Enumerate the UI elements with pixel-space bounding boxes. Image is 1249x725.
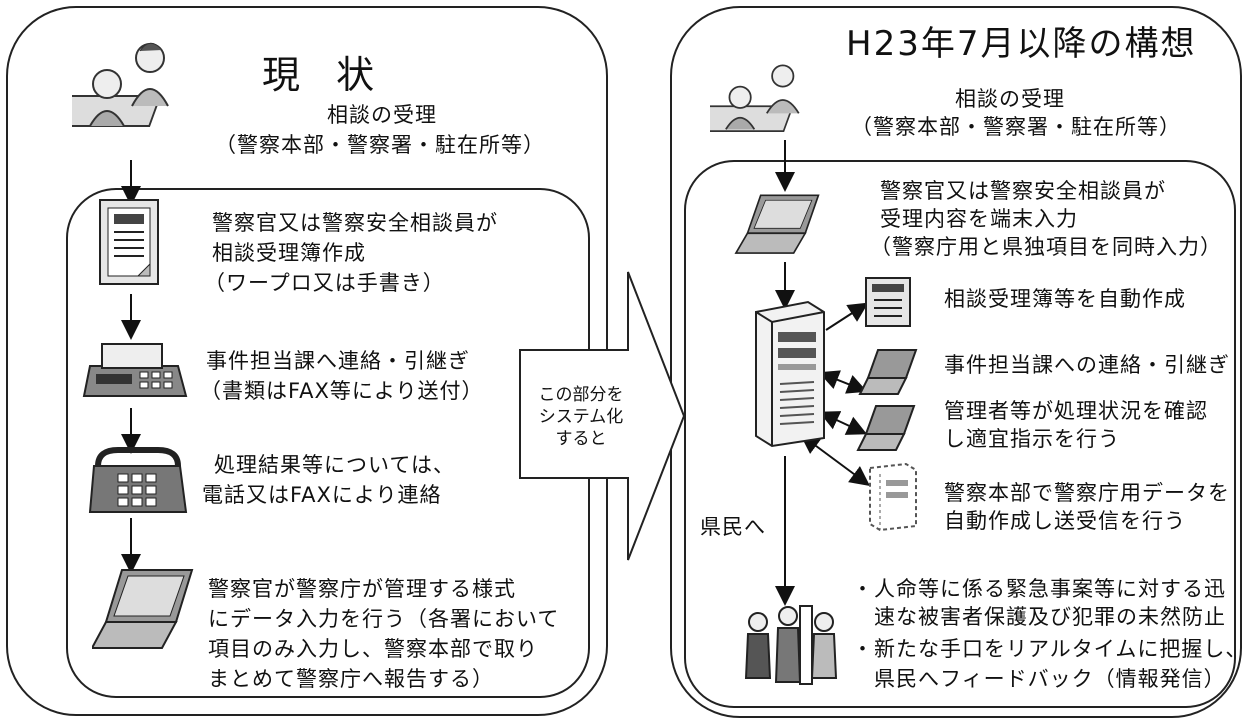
future-reception-label: 相談の受理 bbox=[955, 87, 1065, 111]
server-icon-dashed bbox=[869, 462, 917, 532]
future-title: H23年7月以降の構想 bbox=[846, 24, 1197, 64]
current-title: 現 状 bbox=[262, 53, 387, 97]
current-step-4-line-1: 警察官が警察庁が管理する様式 bbox=[208, 577, 516, 601]
current-step-1-line-1: 警察官又は警察安全相談員が bbox=[212, 211, 498, 235]
citizens-icon bbox=[744, 605, 838, 685]
laptop-icon-input bbox=[734, 194, 820, 254]
current-step-4-line-4: まとめて警察庁へ報告する） bbox=[208, 667, 494, 691]
future-input-line-3: （警察庁用と県独項目を同時入力） bbox=[870, 235, 1222, 259]
current-reception-label: 相談の受理 bbox=[327, 103, 437, 127]
current-step-3-line-1: 処理結果等については、 bbox=[214, 453, 455, 477]
future-feature-1: 相談受理簿等を自動作成 bbox=[944, 287, 1186, 311]
to-citizens-label: 県民へ bbox=[700, 515, 766, 539]
future-feature-2: 事件担当課への連絡・引継ぎ bbox=[944, 353, 1230, 377]
future-feature-4-line-1: 警察本部で警察庁用データを bbox=[944, 481, 1230, 505]
current-step-1-line-3: （ワープロ又は手書き） bbox=[204, 271, 445, 295]
current-step-2-line-2: （書類はFAX等により送付） bbox=[200, 379, 484, 403]
current-step-4-line-2: にデータ入力を行う（各署において bbox=[208, 607, 560, 631]
future-input-line-1: 警察官又は警察安全相談員が bbox=[880, 179, 1166, 203]
future-benefit-line-1: ・人命等に係る緊急事案等に対する迅 bbox=[852, 577, 1226, 601]
fax-icon bbox=[82, 343, 188, 397]
future-benefit-line-3: ・新たな手口をリアルタイムに把握し、 bbox=[852, 637, 1248, 661]
future-input-line-2: 受理内容を端末入力 bbox=[880, 207, 1078, 231]
future-benefit-line-2: 速な被害者保護及び犯罪の未然防止 bbox=[852, 605, 1226, 629]
reception-people-icon-2 bbox=[710, 64, 800, 132]
reception-people-icon bbox=[72, 42, 169, 127]
future-feature-4-line-2: 自動作成し送受信を行う bbox=[944, 509, 1186, 533]
current-step-1-line-2: 相談受理簿作成 bbox=[212, 241, 366, 265]
telephone-icon bbox=[88, 447, 188, 513]
transition-label-line-2: システム化 bbox=[538, 407, 624, 427]
laptop-icon bbox=[92, 569, 194, 649]
current-step-4-line-3: 項目のみ入力し、警察本部で取り bbox=[208, 637, 538, 661]
laptop-icon-small-2 bbox=[856, 405, 916, 451]
transition-label-line-1: この部分を bbox=[538, 385, 624, 405]
future-benefit-line-4: 県民へフィードバック（情報発信） bbox=[852, 667, 1226, 691]
current-step-2-line-1: 事件担当課へ連絡・引継ぎ bbox=[206, 349, 470, 373]
document-icon-small bbox=[865, 277, 911, 327]
current-reception-places: （警察本部・警察署・駐在所等） bbox=[215, 133, 545, 157]
transition-label-line-3: すると bbox=[555, 429, 607, 449]
transition-arrow bbox=[519, 271, 686, 561]
document-icon bbox=[99, 199, 159, 285]
laptop-icon-small-1 bbox=[858, 349, 918, 395]
current-step-3-line-2: 電話又はFAXにより連絡 bbox=[202, 483, 442, 507]
future-process-box bbox=[684, 160, 1236, 708]
server-icon bbox=[755, 300, 825, 448]
future-feature-3-line-2: し適宜指示を行う bbox=[944, 427, 1120, 451]
future-feature-3-line-1: 管理者等が処理状況を確認 bbox=[944, 399, 1208, 423]
future-reception-places: （警察本部・警察署・駐在所等） bbox=[851, 115, 1181, 139]
